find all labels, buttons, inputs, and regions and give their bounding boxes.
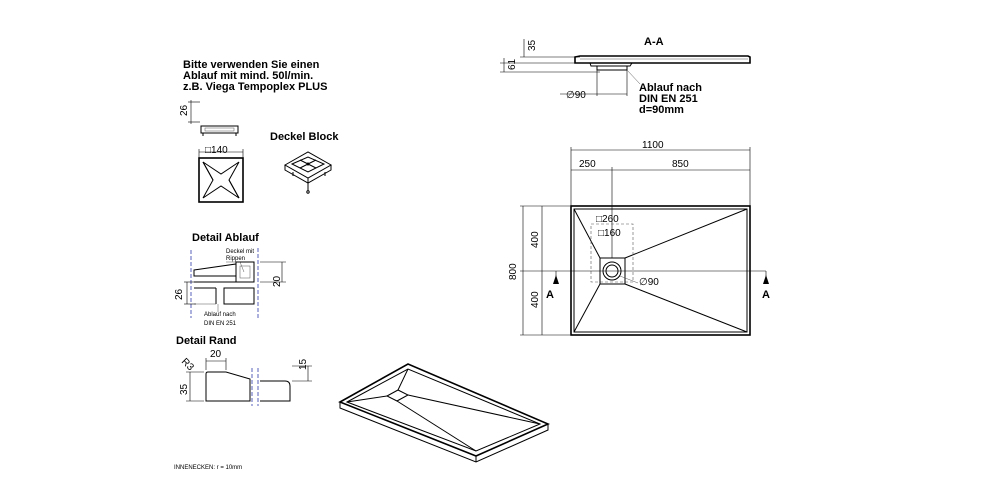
cover-side-view: 26 <box>179 100 239 136</box>
drain-note-line3: z.B. Viega Tempoplex PLUS <box>183 81 327 93</box>
detail-ablauf-title: Detail Ablauf <box>192 232 259 244</box>
plan-height-total: 800 <box>508 263 519 280</box>
drain-note-line1: Bitte verwenden Sie einen <box>183 59 320 71</box>
detail-ablauf: Detail Ablauf Deckel mit Rippen 20 26 Ab… <box>174 232 286 327</box>
section-mark-right: A <box>762 289 770 301</box>
section-label-line2: DIN EN 251 <box>639 93 698 105</box>
plan-width-left: 250 <box>579 159 596 170</box>
plan-view: 1100 250 850 800 400 400 □260 □160 ∅90 <box>508 140 770 336</box>
section-label-line1: Ablauf nach <box>639 82 702 94</box>
cover-ribs-label-line2: Rippen <box>226 256 245 262</box>
rand-dim-20: 20 <box>210 349 222 360</box>
drain-note-line2: Ablauf mit mind. 50l/min. <box>183 70 313 82</box>
plan-width-right: 850 <box>672 159 689 170</box>
cover-ribs-label-line1: Deckel mit <box>226 249 254 255</box>
rand-dim-15: 15 <box>298 358 309 370</box>
section-dim-61: 61 <box>507 58 518 70</box>
plan-drain-outer: □260 <box>596 214 619 225</box>
section-dia: ∅90 <box>566 90 586 101</box>
plan-drain-inner: □160 <box>598 228 621 239</box>
cover-square-dim: □140 <box>205 145 228 156</box>
section-label-line3: d=90mm <box>639 104 684 116</box>
section-a-a: A-A 35 61 ∅90 Ablauf nach DIN EN 251 d=9… <box>500 36 751 116</box>
cover-height-dim: 26 <box>179 104 190 116</box>
ablauf-dim-20: 20 <box>272 275 283 287</box>
section-title: A-A <box>644 36 664 48</box>
section-mark-left: A <box>546 289 554 301</box>
plan-height-top: 400 <box>530 231 541 248</box>
ablauf-drain-label-line2: DIN EN 251 <box>204 321 237 327</box>
cover-block-iso: Deckel Block <box>270 131 339 194</box>
tray-isometric-view <box>338 363 550 463</box>
rand-dim-35: 35 <box>179 383 190 395</box>
plan-width-total: 1100 <box>642 140 664 151</box>
drain-note: Bitte verwenden Sie einen Ablauf mit min… <box>183 59 327 93</box>
plan-height-bottom: 400 <box>530 291 541 308</box>
detail-rand-title: Detail Rand <box>176 335 237 347</box>
detail-rand: Detail Rand R3 20 15 35 <box>176 335 312 406</box>
section-dim-35: 35 <box>527 39 538 51</box>
plan-drain-dia: ∅90 <box>639 277 659 288</box>
cover-top-view: □140 <box>198 145 244 203</box>
cover-block-title: Deckel Block <box>270 131 339 143</box>
ablauf-dim-26: 26 <box>174 288 185 300</box>
ablauf-drain-label-line1: Ablauf nach <box>204 312 236 318</box>
corner-radius-note: INNENECKEN: r = 10mm <box>174 465 242 471</box>
rand-radius: R3 <box>179 356 196 373</box>
